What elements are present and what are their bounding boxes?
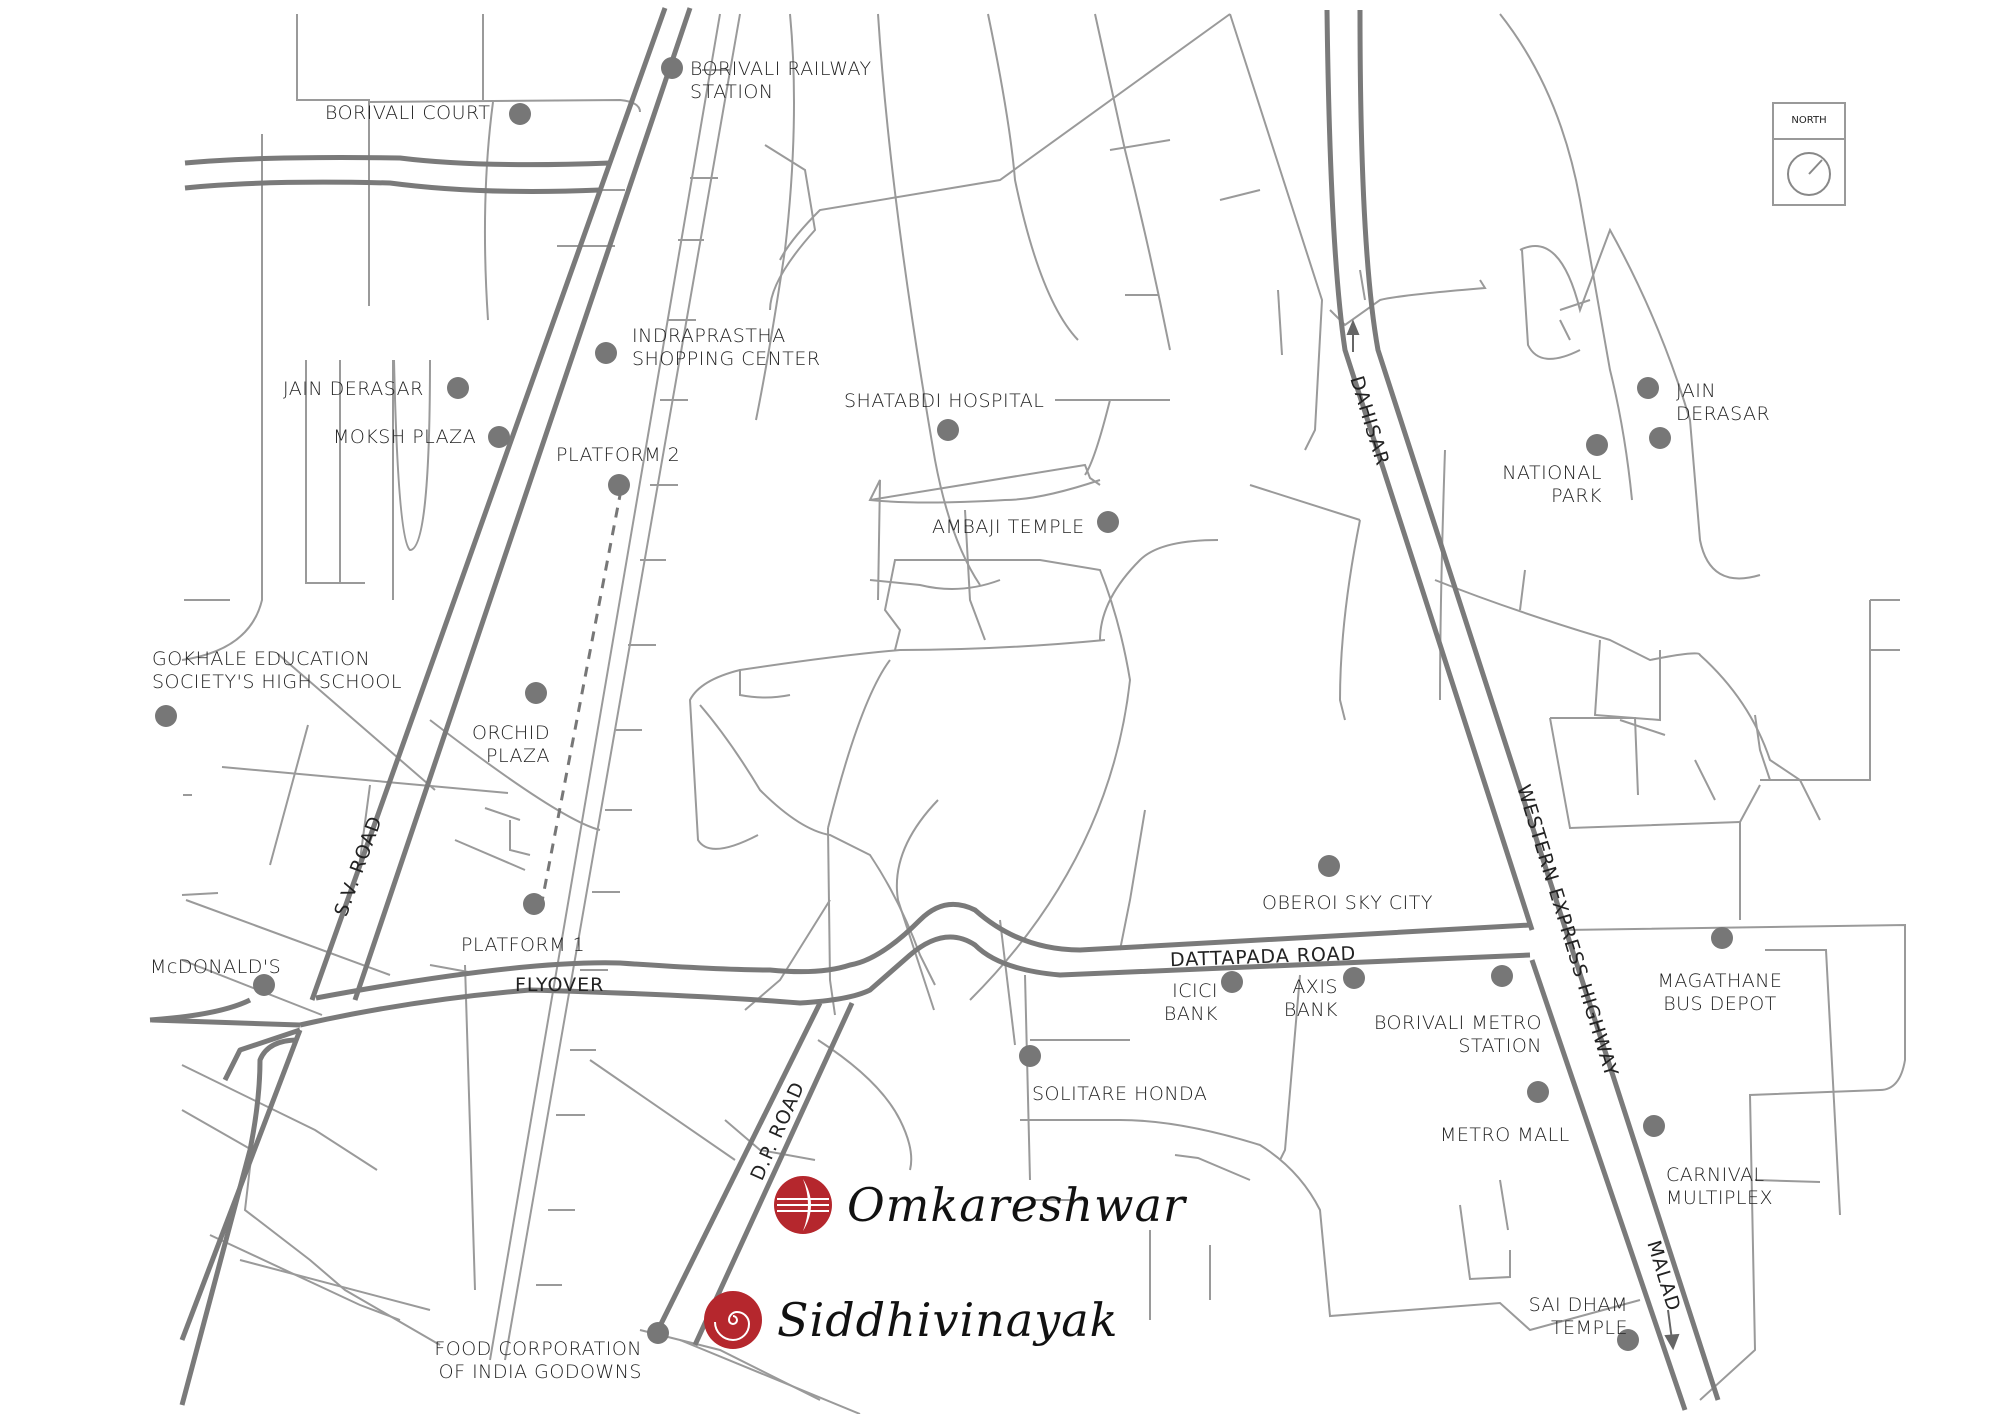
label-jain-derasar-west: JAIN DERASAR (283, 378, 424, 400)
project-siddhivinayak[interactable]: Siddhivinayak (703, 1290, 1119, 1350)
label-platform-2: PLATFORM 2 (556, 444, 681, 466)
platform-walkway (538, 489, 623, 913)
poi-dot-borivali-metro-station[interactable] (1491, 965, 1513, 987)
poi-dot-national-park[interactable] (1586, 434, 1608, 456)
poi-dot-gokhale[interactable] (155, 705, 177, 727)
project-name-omkareshwar: Omkareshwar (847, 1178, 1186, 1232)
poi-dot-sai-dham-temple[interactable] (1617, 1329, 1639, 1351)
label-mcdonalds: McDONALD'S (150, 956, 282, 978)
poi-dot-axis-bank[interactable] (1343, 967, 1365, 989)
omkareshwar-logo-icon (774, 1176, 832, 1234)
poi-dot-metro-mall[interactable] (1527, 1081, 1549, 1103)
label-borivali-court: BORIVALI COURT (325, 102, 491, 124)
poi-dot-borivali-railway-station[interactable] (661, 57, 683, 79)
poi-dot-icici-bank[interactable] (1221, 971, 1243, 993)
malad-arrow-icon (1664, 1309, 1680, 1351)
poi-dot-food-corporation[interactable] (647, 1322, 669, 1344)
minor-streets (181, 13, 1906, 1414)
poi-dot-jain-derasar-east-2[interactable] (1649, 427, 1671, 449)
poi-dot-moksh-plaza[interactable] (488, 426, 510, 448)
north-label: NORTH (1774, 104, 1844, 140)
poi-dot-jain-derasar-west[interactable] (447, 377, 469, 399)
north-indicator: NORTH (1772, 102, 1846, 206)
poi-dot-solitare-honda[interactable] (1019, 1045, 1041, 1067)
major-roads (149, 7, 1721, 1411)
poi-dot-magathane-bus-depot[interactable] (1711, 927, 1733, 949)
poi-dot-jain-derasar-east[interactable] (1637, 377, 1659, 399)
poi-dot-mcdonalds[interactable] (253, 974, 275, 996)
poi-dot-platform-1[interactable] (523, 893, 545, 915)
project-name-siddhivinayak: Siddhivinayak (777, 1293, 1119, 1347)
railway-line (489, 13, 741, 1361)
road-label-flyover: FLYOVER (515, 974, 605, 996)
poi-dot-oberoi-sky-city[interactable] (1318, 855, 1340, 877)
label-platform-1: PLATFORM 1 (461, 934, 586, 956)
dahisar-arrow-icon (1346, 319, 1360, 352)
label-ambaji-temple: AMBAJI TEMPLE (932, 516, 1085, 538)
siddhivinayak-logo-icon (704, 1291, 762, 1349)
poi-dot-shatabdi-hospital[interactable] (937, 419, 959, 441)
poi-dot-platform-2[interactable] (608, 474, 630, 496)
label-solitare-honda: SOLITARE HONDA (1032, 1083, 1208, 1105)
label-shatabdi-hospital: SHATABDI HOSPITAL (844, 390, 1045, 412)
poi-dot-ambaji-temple[interactable] (1097, 511, 1119, 533)
label-metro-mall: METRO MALL (1440, 1124, 1570, 1146)
compass-icon (1787, 152, 1831, 196)
poi-dot-indraprastha[interactable] (595, 342, 617, 364)
label-moksh-plaza: MOKSH PLAZA (333, 426, 477, 448)
label-oberoi-sky-city: OBEROI SKY CITY (1262, 892, 1433, 914)
poi-dot-borivali-court[interactable] (509, 103, 531, 125)
poi-dot-orchid-plaza[interactable] (525, 682, 547, 704)
poi-dot-carnival-multiplex[interactable] (1643, 1115, 1665, 1137)
project-omkareshwar[interactable]: Omkareshwar (773, 1175, 1186, 1235)
